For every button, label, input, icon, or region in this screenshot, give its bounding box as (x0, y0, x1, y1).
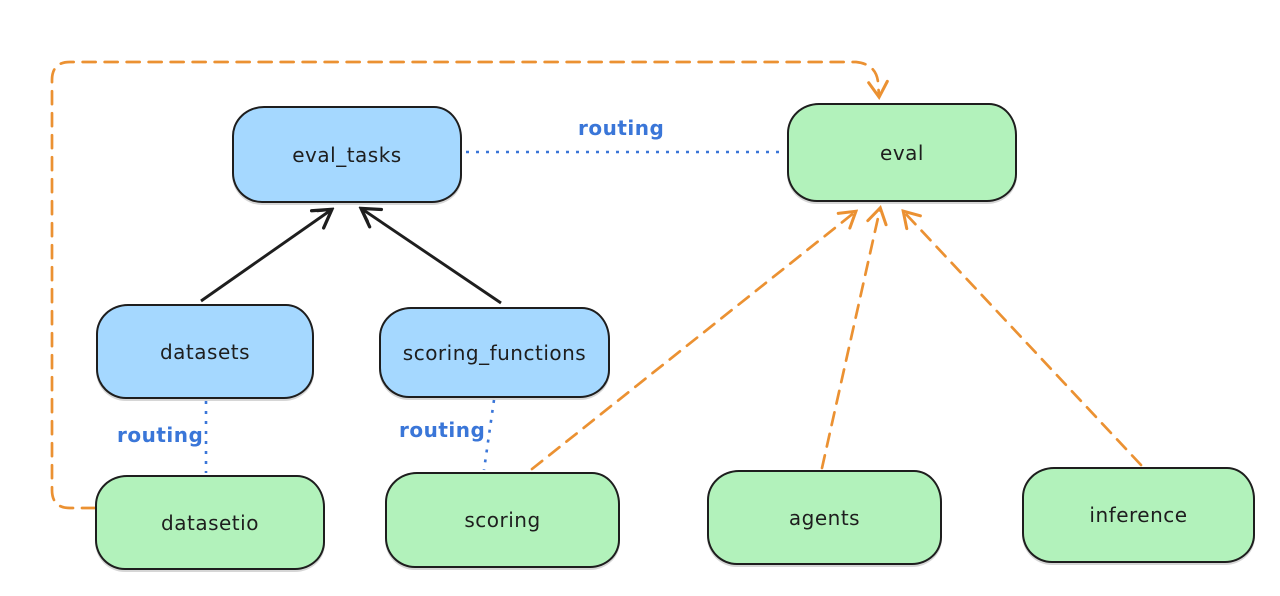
node-eval-tasks: eval_tasks (232, 106, 462, 203)
routing-label-datasets-datasetio: routing (117, 423, 204, 447)
node-datasetio: datasetio (95, 475, 325, 570)
edge-inference-to-eval (904, 212, 1143, 467)
node-scoring: scoring (385, 472, 620, 568)
node-agents-label: agents (788, 505, 861, 530)
node-eval: eval (787, 103, 1017, 202)
edge-scoring-functions-to-eval-tasks (362, 209, 502, 305)
node-eval-tasks-label: eval_tasks (292, 142, 402, 167)
edge-datasetio-to-eval-loop (50, 60, 879, 510)
node-datasets: datasets (96, 304, 314, 399)
edge-scoring-to-eval (530, 212, 855, 471)
node-inference: inference (1022, 467, 1255, 563)
node-scoring-label: scoring (464, 508, 541, 532)
node-scoring-functions: scoring_functions (379, 307, 610, 398)
edge-scoring-functions-to-scoring-routing (482, 399, 496, 471)
node-datasets-label: datasets (159, 339, 251, 364)
node-datasetio-label: datasetio (161, 510, 259, 535)
node-inference-label: inference (1089, 503, 1188, 527)
routing-label-scoring-functions-scoring: routing (399, 418, 486, 442)
routing-label-eval-tasks-eval: routing (578, 116, 665, 140)
node-eval-label: eval (880, 140, 924, 165)
edge-agents-to-eval (820, 209, 880, 470)
node-scoring-functions-label: scoring_functions (402, 340, 587, 365)
edge-datasets-to-eval-tasks (200, 210, 331, 303)
node-agents: agents (707, 470, 942, 565)
